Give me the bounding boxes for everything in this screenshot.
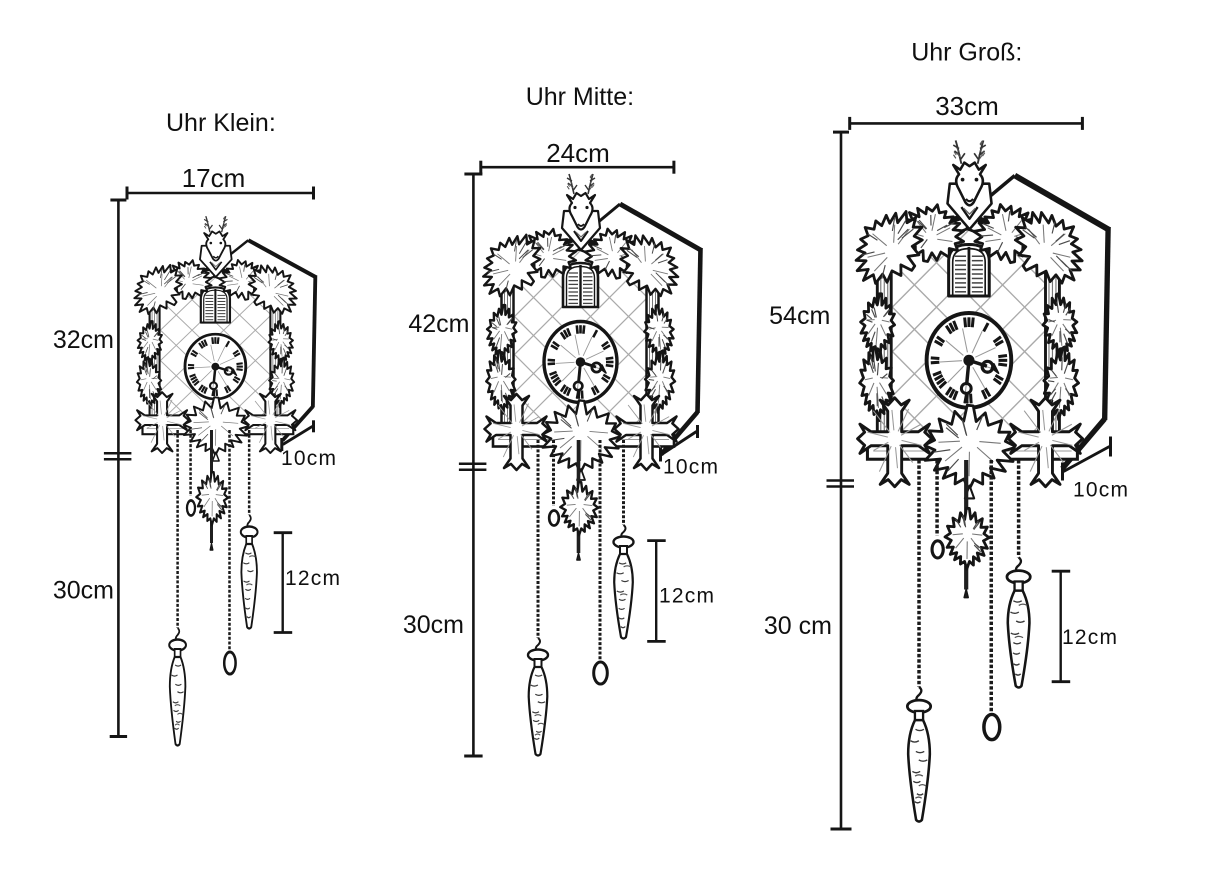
svg-text:Uhr Groß:: Uhr Groß: xyxy=(911,39,1022,67)
svg-text:42cm: 42cm xyxy=(408,310,469,338)
svg-text:24cm: 24cm xyxy=(546,138,610,168)
svg-text:54cm: 54cm xyxy=(769,302,830,330)
svg-text:32cm: 32cm xyxy=(53,326,114,354)
svg-text:Uhr Mitte:: Uhr Mitte: xyxy=(526,83,634,111)
svg-text:10cm: 10cm xyxy=(281,447,337,470)
svg-text:12cm: 12cm xyxy=(1062,626,1118,649)
svg-text:30 cm: 30 cm xyxy=(764,612,832,640)
svg-text:30cm: 30cm xyxy=(403,611,464,639)
svg-text:Uhr Klein:: Uhr Klein: xyxy=(166,109,276,137)
svg-text:10cm: 10cm xyxy=(663,456,719,479)
svg-text:12cm: 12cm xyxy=(285,567,341,590)
svg-text:17cm: 17cm xyxy=(182,163,246,193)
svg-text:12cm: 12cm xyxy=(659,585,715,608)
svg-text:30cm: 30cm xyxy=(53,577,114,605)
svg-text:33cm: 33cm xyxy=(935,91,999,121)
svg-text:10cm: 10cm xyxy=(1073,479,1129,502)
